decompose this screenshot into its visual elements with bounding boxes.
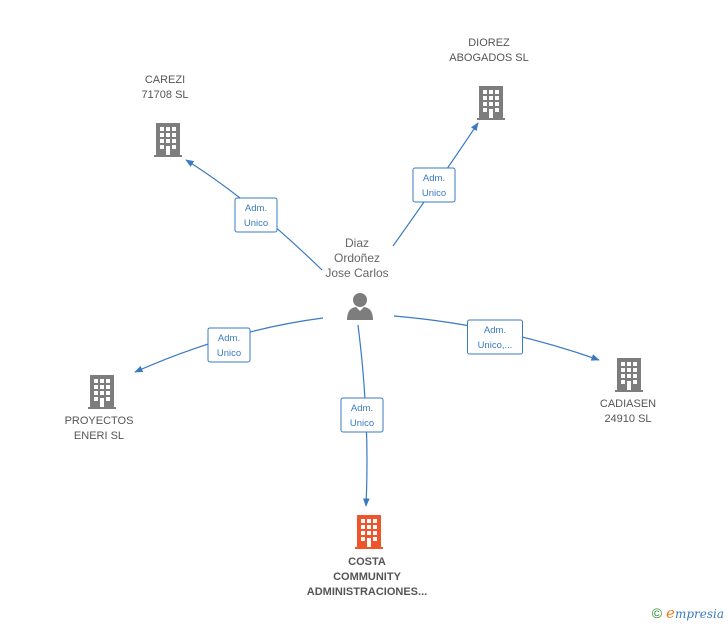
edge-label-line: Adm.: [484, 325, 506, 336]
company-name-line: ENERI SL: [74, 430, 124, 442]
company-node-costa[interactable]: COSTA COMMUNITY ADMINISTRACIONES...: [307, 515, 427, 598]
edge-label-line: Adm.: [245, 203, 267, 214]
edge-label-proyectos[interactable]: Adm. Unico: [207, 327, 251, 363]
company-node-proyectos[interactable]: PROYECTOS ENERI SL: [65, 375, 134, 442]
building-icon: [355, 515, 383, 549]
brand-logo-initial: e: [666, 604, 675, 622]
company-name-line: 71708 SL: [141, 89, 188, 101]
company-name-line: CAREZI: [145, 74, 185, 86]
building-icon: [154, 123, 182, 157]
person-name-line: Diaz: [345, 236, 369, 250]
company-node-cadiasen[interactable]: CADIASEN 24910 SL: [600, 358, 656, 425]
edge-label-line: Unico: [422, 188, 446, 199]
edge-label-cadiasen[interactable]: Adm. Unico,...: [467, 319, 523, 355]
company-node-diorez[interactable]: DIOREZ ABOGADOS SL: [449, 37, 529, 120]
edge-label-diorez[interactable]: Adm. Unico: [412, 167, 456, 203]
edge-label-line: Unico,...: [478, 340, 513, 351]
edge-carezi: Adm. Unico: [185, 159, 323, 271]
edge-label-carezi[interactable]: Adm. Unico: [234, 197, 278, 233]
company-name-line: COMMUNITY: [333, 571, 401, 583]
edge-label-line: Unico: [350, 418, 374, 429]
edge-label-costa[interactable]: Adm. Unico: [340, 397, 384, 433]
person-name-line: Ordoñez: [334, 251, 380, 265]
edge-costa: Adm. Unico: [340, 324, 384, 507]
edge-cadiasen: Adm. Unico,...: [393, 315, 600, 361]
edge-label-line: Unico: [244, 218, 268, 229]
edge-label-line: Adm.: [218, 333, 240, 344]
edge-diorez: Adm. Unico: [392, 122, 479, 247]
company-name-line: 24910 SL: [604, 413, 651, 425]
edge-label-box: [234, 197, 278, 233]
copyright-symbol: ©: [651, 605, 663, 621]
edge-proyectos: Adm. Unico: [134, 317, 324, 373]
edge-label-box: [467, 319, 523, 355]
brand-logo-text: mpresia: [674, 607, 724, 621]
company-name-line: CADIASEN: [600, 398, 656, 410]
footer-brand: ©empresia: [652, 604, 724, 622]
company-name-line: ADMINISTRACIONES...: [307, 586, 427, 598]
company-name-line: COSTA: [348, 556, 386, 568]
company-name-line: PROYECTOS: [65, 415, 134, 427]
edge-label-box: [412, 167, 456, 203]
company-node-carezi[interactable]: CAREZI 71708 SL: [141, 74, 189, 157]
company-name-line: ABOGADOS SL: [449, 52, 528, 64]
building-icon: [477, 86, 505, 120]
edge-label-line: Unico: [217, 348, 241, 359]
person-icon: [347, 293, 373, 320]
building-icon: [88, 375, 116, 409]
edge-label-box: [207, 327, 251, 363]
edge-label-box: [340, 397, 384, 433]
building-icon: [615, 358, 643, 392]
edge-label-line: Adm.: [423, 173, 445, 184]
edge-label-line: Adm.: [351, 403, 373, 414]
company-name-line: DIOREZ: [468, 37, 510, 49]
person-name-line: Jose Carlos: [325, 266, 388, 280]
